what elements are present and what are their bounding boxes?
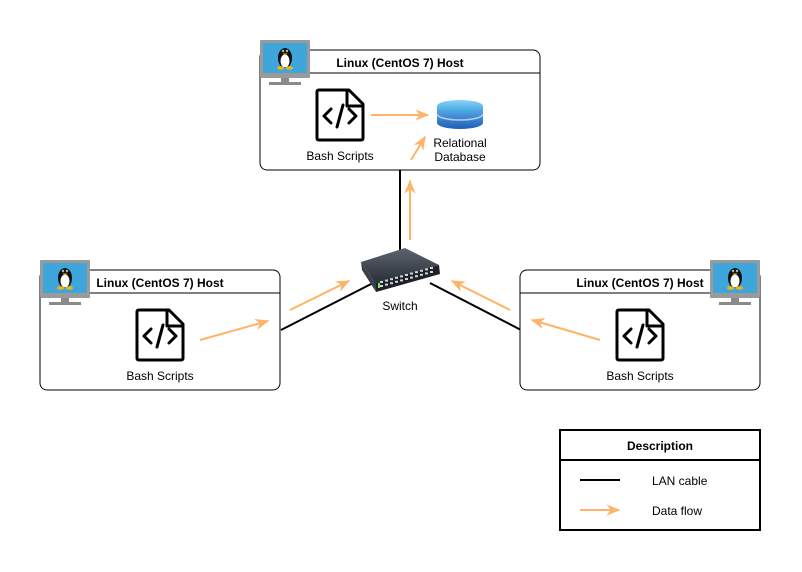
data-flow-right-to-switch — [450, 280, 511, 311]
bash-scripts-label: Bash Scripts — [126, 369, 193, 383]
database-label-line1: Relational — [433, 136, 486, 150]
bash-scripts-label: Bash Scripts — [306, 149, 373, 163]
data-flow-into-db — [410, 135, 426, 161]
bash-script-icon — [315, 88, 365, 142]
host-top-title: Linux (CentOS 7) Host — [336, 56, 463, 70]
database-label-line2: Database — [434, 150, 486, 164]
data-flow-left-to-switch — [289, 280, 351, 311]
host-right: Linux (CentOS 7) Host Bash Scripts — [519, 260, 761, 391]
host-left: Linux (CentOS 7) Host Bash Scripts — [39, 260, 281, 391]
switch-icon — [361, 248, 440, 292]
legend: Description LAN cable Data flow — [559, 429, 761, 531]
legend-title: Description — [627, 439, 693, 453]
database-icon — [436, 100, 484, 129]
bash-scripts-label: Bash Scripts — [606, 369, 673, 383]
host-right-title: Linux (CentOS 7) Host — [576, 276, 703, 290]
data-flow-left-out — [199, 318, 270, 341]
bash-script-icon — [135, 308, 185, 362]
switch-label: Switch — [382, 299, 417, 313]
lan-cable-left — [280, 281, 376, 331]
host-top: Linux (CentOS 7) Host Bash Scripts Relat… — [259, 40, 541, 171]
legend-data-flow-label: Data flow — [652, 504, 702, 518]
host-left-title: Linux (CentOS 7) Host — [96, 276, 223, 290]
lan-cable-right — [429, 282, 522, 331]
legend-lan-cable-label: LAN cable — [652, 474, 708, 488]
data-flow-right-out — [530, 318, 601, 341]
bash-script-icon — [615, 308, 665, 362]
